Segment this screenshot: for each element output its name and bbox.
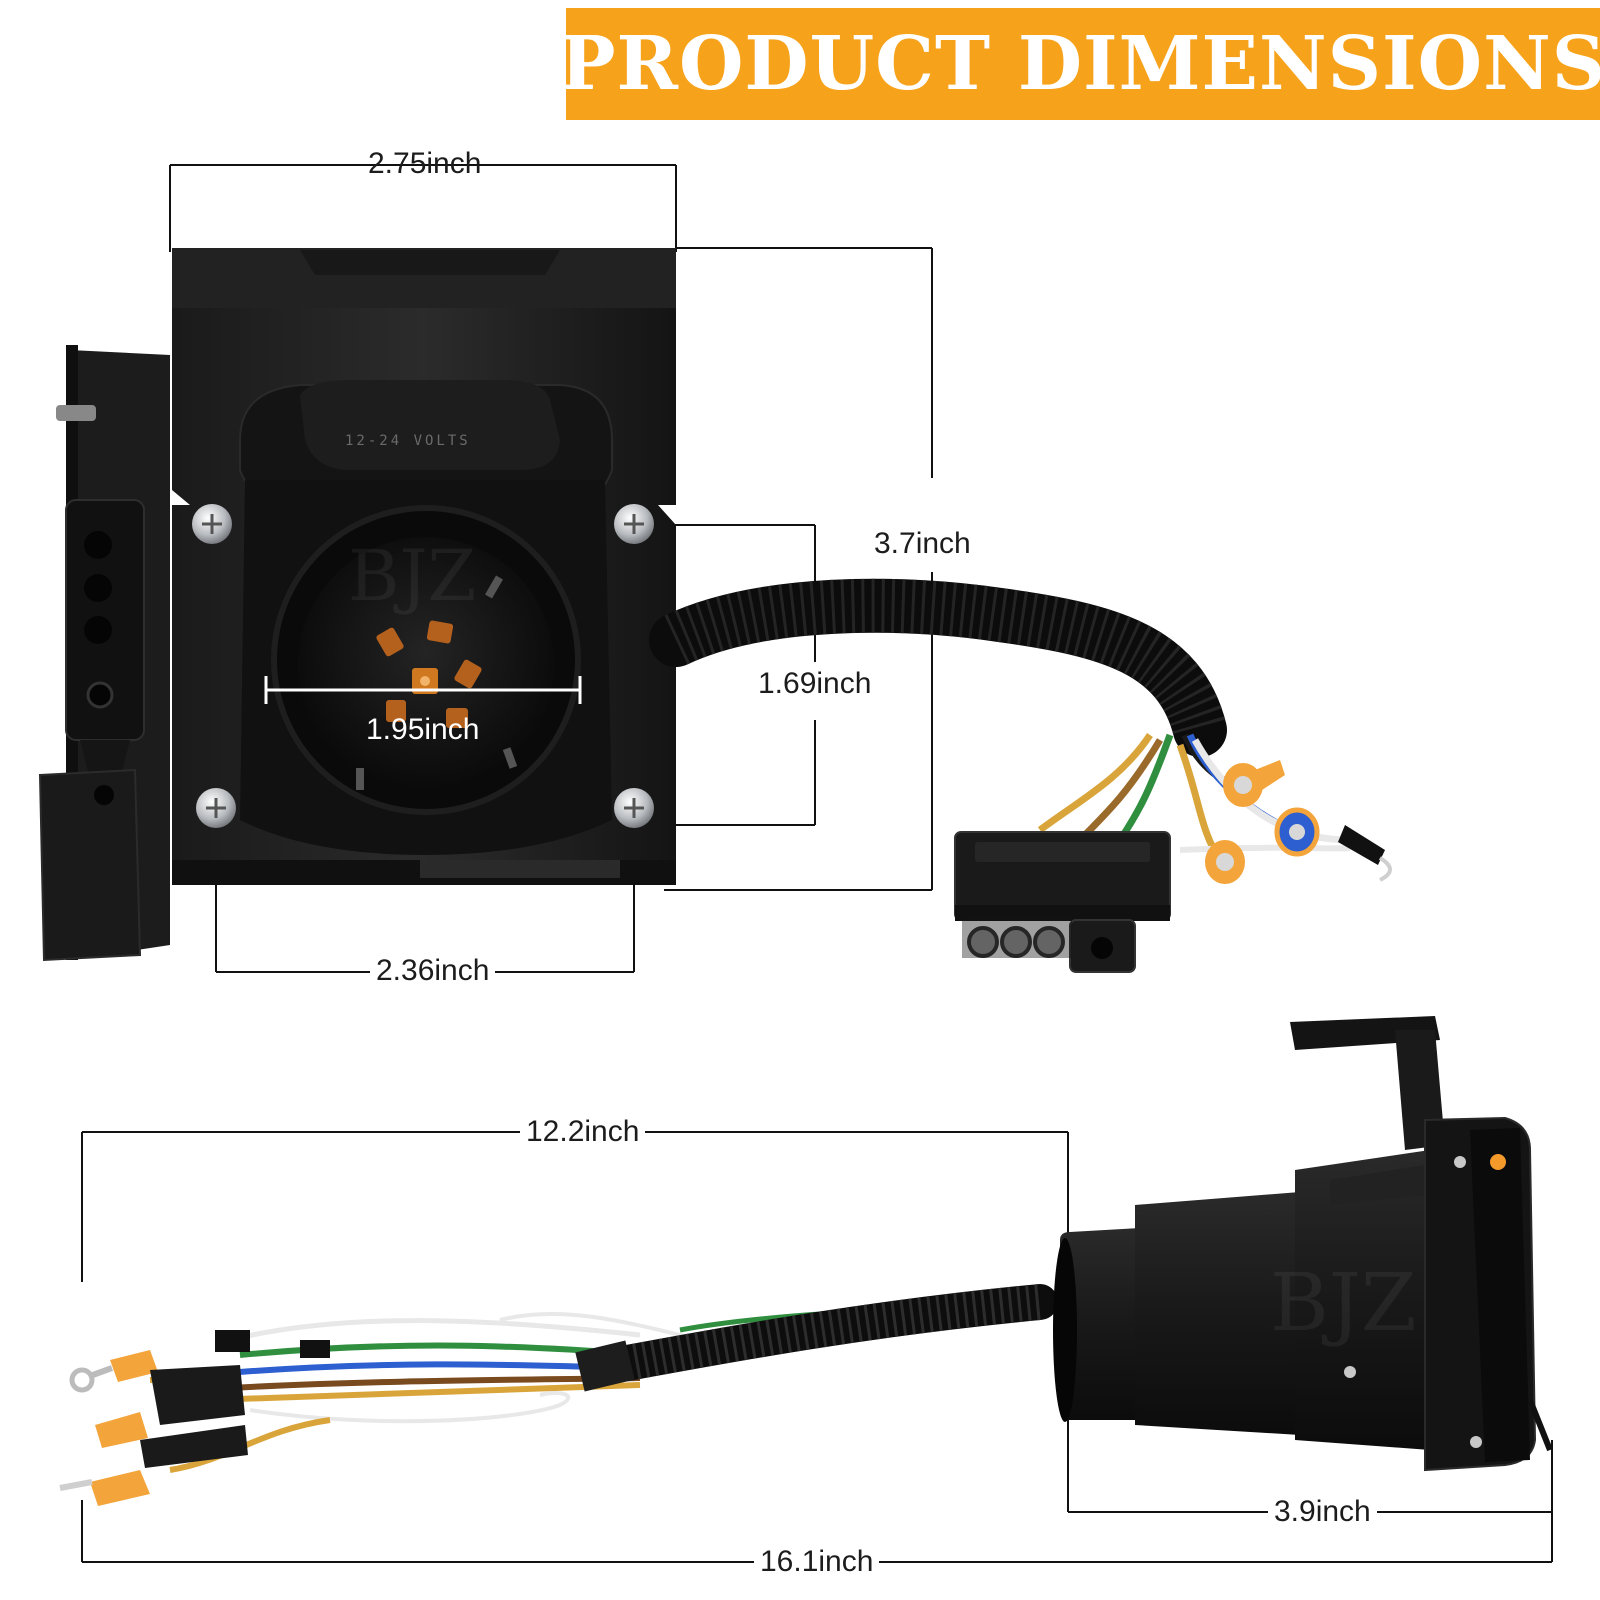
bracket-screw-icon	[56, 405, 96, 421]
plug-dust-cap	[38, 768, 142, 962]
total-length-label: 16.1inch	[754, 1544, 880, 1580]
top-watermark: BJZ	[348, 535, 476, 617]
side-mounting-bracket	[38, 345, 170, 962]
bottom-harness	[59, 1284, 1058, 1506]
mounting-screw-icon	[192, 504, 654, 828]
socket-pins	[376, 620, 482, 728]
socket-cover-text: 12-24 VOLTS	[345, 433, 471, 449]
harness-length-label: 12.2inch	[520, 1114, 646, 1150]
bottom-terminal-icon	[59, 1350, 158, 1506]
product-dimensions-banner: PRODUCT DIMENSIONS	[560, 8, 1600, 120]
four-way-flat-plug	[954, 831, 1171, 973]
screw-horizontal-spacing-label: 2.36inch	[370, 953, 496, 989]
bottom-flat-plug	[140, 1330, 330, 1468]
plug-hole-icon	[84, 531, 112, 559]
top-harness	[649, 578, 1392, 973]
seven-way-socket-housing: 12-24 VOLTS BJZ	[172, 248, 676, 885]
housing-width-label: 2.75inch	[368, 147, 482, 180]
banner-title: PRODUCT DIMENSIONS	[559, 21, 1600, 107]
housing-height-label: 3.7inch	[868, 526, 977, 562]
seven-way-connector-side-view: BJZ	[1053, 1016, 1553, 1472]
connector-length-label: 3.9inch	[1268, 1494, 1377, 1530]
screw-vertical-spacing-label: 1.69inch	[752, 666, 878, 702]
butt-connector-icon	[1338, 825, 1385, 865]
orange-indicator-dot	[1490, 1154, 1506, 1170]
bottom-watermark: BJZ	[1270, 1256, 1416, 1349]
ring-terminal-icon	[1205, 760, 1320, 884]
socket-diameter-label: 1.95inch	[366, 713, 480, 746]
